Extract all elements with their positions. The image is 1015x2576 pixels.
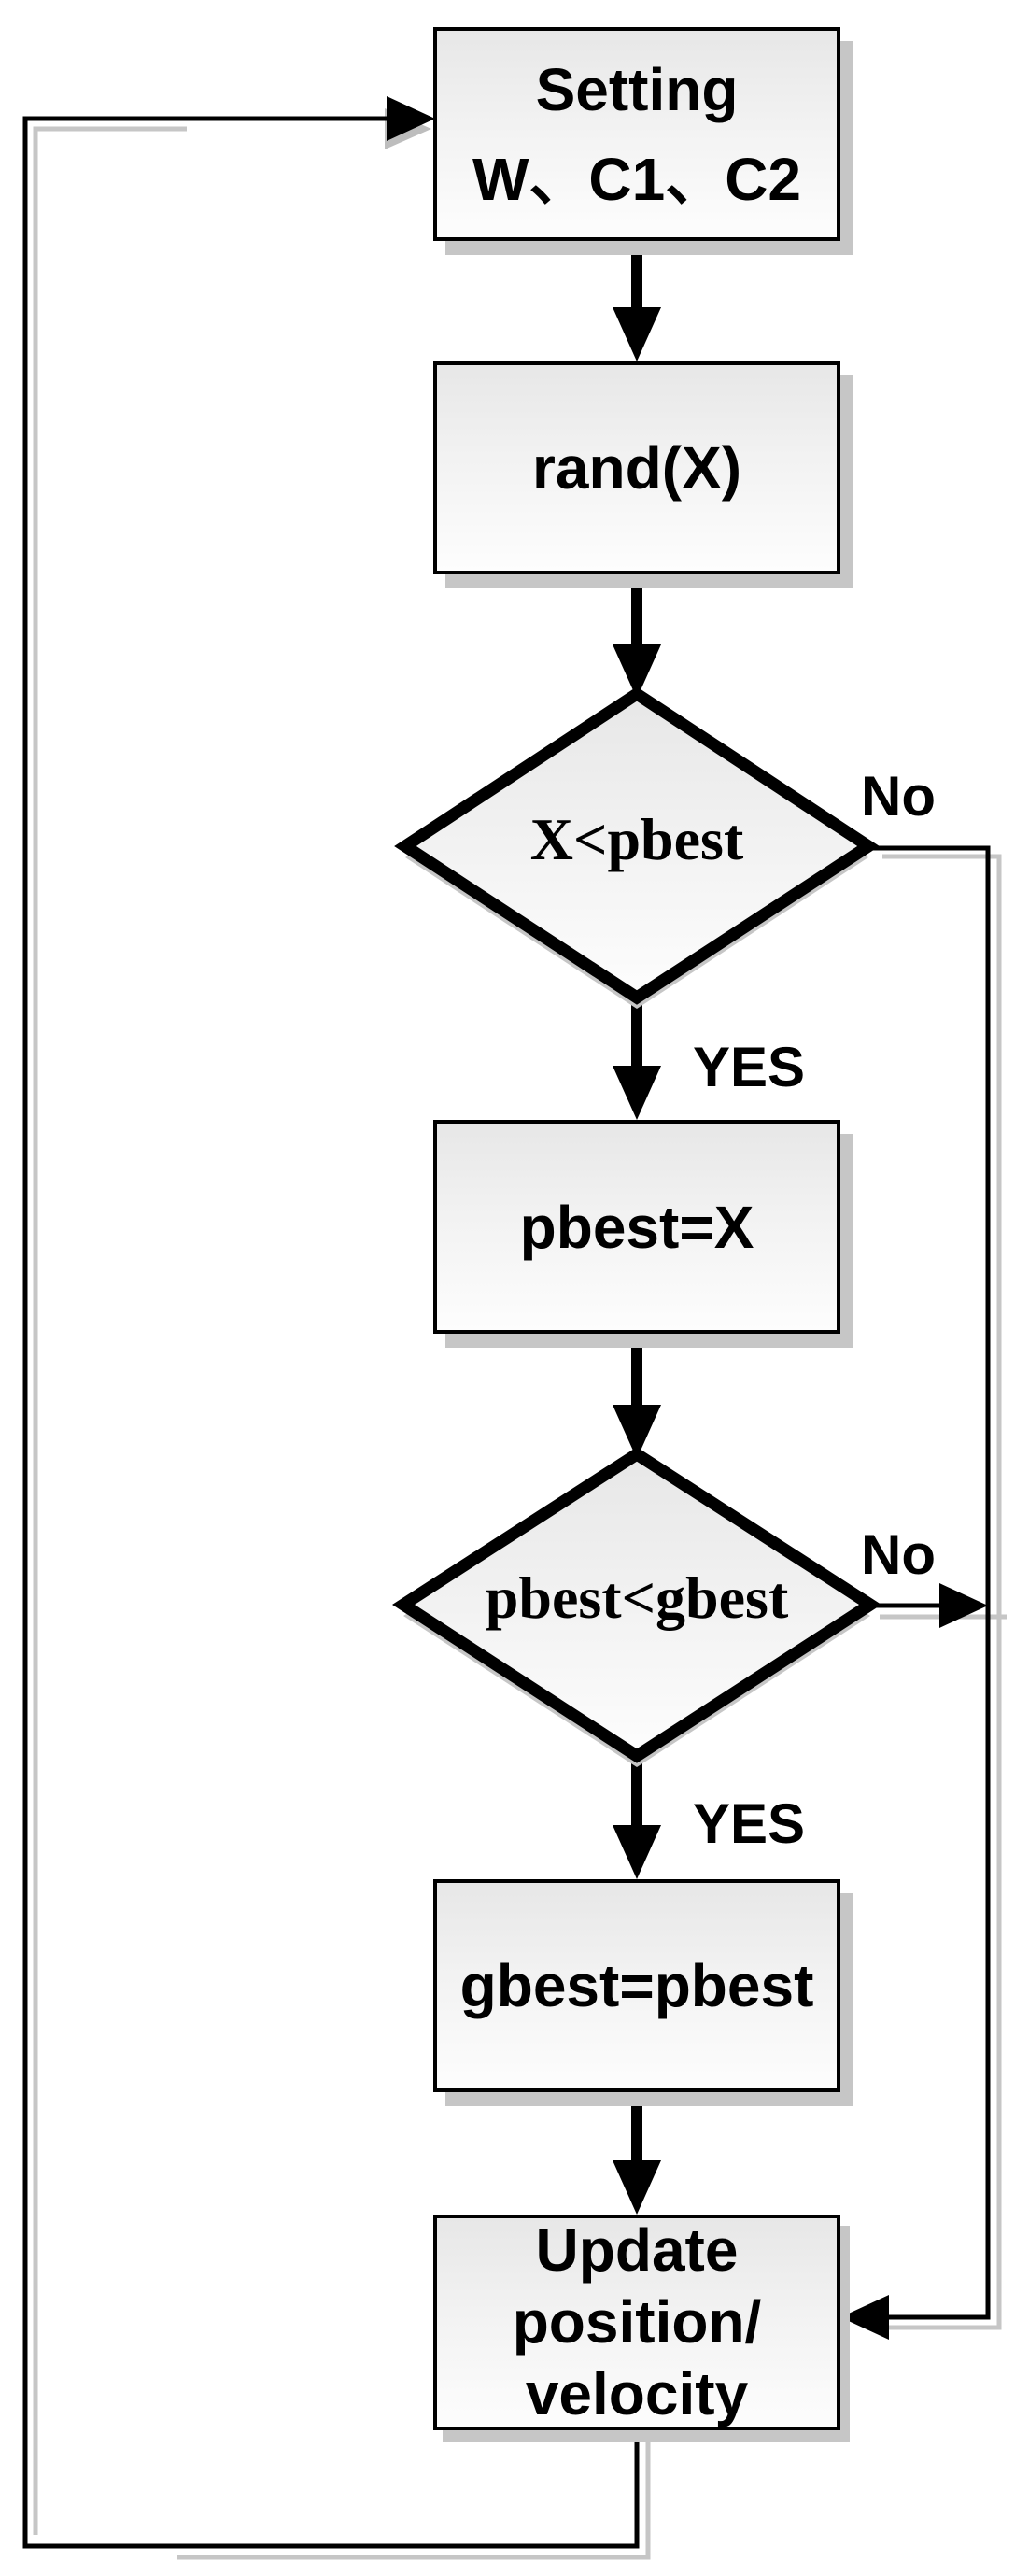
- arrowhead-into-update: [613, 2160, 661, 2215]
- gbest-assign-label: gbest=pbest: [459, 1952, 814, 2019]
- decision2-diamond: [392, 1447, 881, 1763]
- arrowhead-into-pbest: [613, 1066, 661, 1120]
- no1-path: [848, 845, 991, 2320]
- decision1-yes-label: YES: [693, 1036, 806, 1098]
- loop-line: [22, 116, 640, 2549]
- no1-arrowhead-into-update: [840, 2295, 889, 2340]
- decision1-diamond: [394, 686, 880, 1005]
- decision2-label: pbest<gbest: [485, 1564, 789, 1631]
- rand-label: rand(X): [532, 434, 741, 502]
- loop-shadow-bottom: [177, 2440, 651, 2560]
- setting-node: Setting W、C1、C2: [433, 27, 840, 241]
- pbest-assign-label: pbest=X: [519, 1193, 754, 1261]
- update-label-line2: position/: [512, 2288, 762, 2356]
- decision1-no-label: No: [861, 765, 936, 828]
- decision1-label: X<pbest: [529, 806, 744, 872]
- update-node: Update position/ velocity: [433, 2215, 840, 2430]
- decision2-yes-label: YES: [693, 1792, 806, 1855]
- setting-label-line2: W、C1、C2: [472, 145, 802, 213]
- decision2-no-label: No: [861, 1523, 936, 1586]
- loop-shadow-left: [33, 126, 187, 2535]
- no-path-shadow-right: [868, 854, 1002, 2330]
- pbest-assign-node: pbest=X: [433, 1120, 840, 1334]
- rand-node: rand(X): [433, 361, 840, 574]
- update-label-line1: Update: [535, 2216, 739, 2284]
- arrowhead-into-rand: [613, 307, 661, 361]
- update-label-line3: velocity: [525, 2360, 749, 2427]
- arrowhead-into-decision1: [613, 644, 661, 699]
- setting-label-line1: Setting: [535, 55, 739, 123]
- arrowhead-into-decision2: [613, 1405, 661, 1459]
- no2-arrowhead: [939, 1583, 988, 1628]
- arrowhead-into-gbest: [613, 1825, 661, 1879]
- loop-arrowhead-into-setting: [387, 96, 435, 141]
- gbest-assign-node: gbest=pbest: [433, 1879, 840, 2092]
